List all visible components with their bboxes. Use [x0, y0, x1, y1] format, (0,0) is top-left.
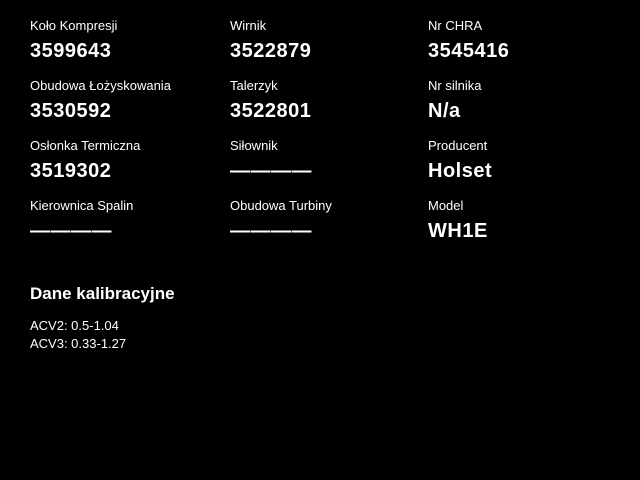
field-value: N/a [428, 100, 461, 122]
calibration-line-acv3: ACV3: 0.33-1.27 [30, 336, 127, 351]
field-label: Siłownik [230, 138, 278, 153]
calibration-line-acv2: ACV2: 0.5-1.04 [30, 318, 119, 333]
field-value-empty: ———— [230, 220, 312, 242]
field-label: Nr CHRA [428, 18, 483, 33]
field-label: Nr silnika [428, 78, 482, 93]
field-label: Kierownica Spalin [30, 198, 134, 213]
calibration-title: Dane kalibracyjne [30, 284, 175, 303]
field-label: Koło Kompresji [30, 18, 118, 33]
field-wirnik: Wirnik 3522879 [230, 18, 428, 78]
field-nr-chra: Nr CHRA 3545416 [428, 18, 630, 78]
field-kierownica-spalin: Kierownica Spalin ———— [30, 198, 230, 258]
field-label: Osłonka Termiczna [30, 138, 141, 153]
field-value: WH1E [428, 220, 488, 242]
field-label: Obudowa Łożyskowania [30, 78, 171, 93]
field-kolo-kompresji: Koło Kompresji 3599643 [30, 18, 230, 78]
field-obudowa-turbiny: Obudowa Turbiny ———— [230, 198, 428, 258]
field-obudowa-lozyskowania: Obudowa Łożyskowania 3530592 [30, 78, 230, 138]
field-value: Holset [428, 160, 493, 182]
field-value: 3545416 [428, 40, 510, 62]
calibration-section: Dane kalibracyjne ACV2: 0.5-1.04 ACV3: 0… [30, 284, 630, 353]
field-oslonka-termiczna: Osłonka Termiczna 3519302 [30, 138, 230, 198]
field-value: 3599643 [30, 40, 112, 62]
field-label: Obudowa Turbiny [230, 198, 332, 213]
field-value: 3522879 [230, 40, 312, 62]
field-silownik: Siłownik ———— [230, 138, 428, 198]
field-value-empty: ———— [230, 160, 312, 182]
field-model: Model WH1E [428, 198, 630, 258]
field-label: Model [428, 198, 464, 213]
field-label: Talerzyk [230, 78, 278, 93]
field-label: Producent [428, 138, 488, 153]
field-talerzyk: Talerzyk 3522801 [230, 78, 428, 138]
parts-grid: Koło Kompresji 3599643 Wirnik 3522879 Nr… [30, 18, 630, 258]
field-producent: Producent Holset [428, 138, 630, 198]
field-value: 3522801 [230, 100, 312, 122]
field-label: Wirnik [230, 18, 267, 33]
field-value: 3519302 [30, 160, 112, 182]
field-nr-silnika: Nr silnika N/a [428, 78, 630, 138]
field-value: 3530592 [30, 100, 112, 122]
field-value-empty: ———— [30, 220, 112, 242]
